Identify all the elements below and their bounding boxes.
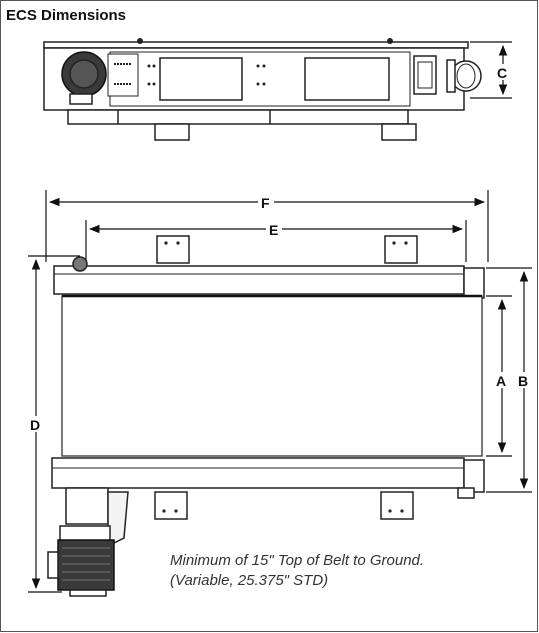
dimension-e-label: E: [269, 222, 278, 238]
dimension-b-label: B: [518, 373, 528, 389]
note-line-1: Minimum of 15" Top of Belt to Ground.: [170, 552, 425, 569]
side-view: [47, 235, 485, 597]
dimension-f-label: F: [261, 195, 270, 211]
dimension-c-label: C: [497, 65, 507, 81]
top-view: [43, 38, 482, 141]
note-line-2: (Variable, 25.375" STD): [170, 572, 329, 589]
note-text: Minimum of 15" Top of Belt to Ground. (V…: [170, 551, 424, 591]
dimension-d-label: D: [30, 417, 40, 433]
page-title: ECS Dimensions: [6, 7, 127, 24]
dimension-a-label: A: [496, 373, 506, 389]
